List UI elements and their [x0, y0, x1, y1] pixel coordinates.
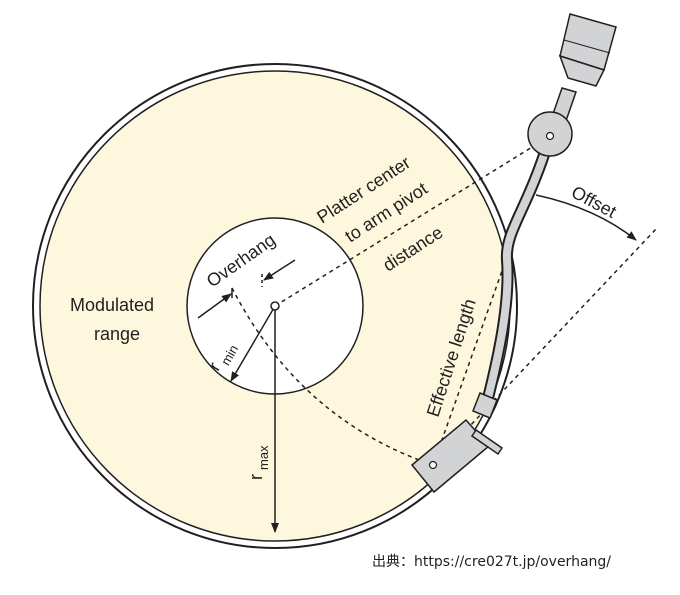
r-max-label: r max [246, 445, 271, 480]
stylus-arc [231, 287, 434, 466]
r-max-subscript: max [256, 445, 271, 470]
offset-label: Offset [568, 182, 620, 222]
arm-pivot-point [545, 131, 555, 141]
tonearm [410, 13, 617, 494]
modulated-range-label-line1: Modulated [70, 295, 154, 315]
counterweight [558, 13, 617, 87]
stylus-point [428, 460, 438, 470]
overhang-arrow-right [263, 259, 296, 281]
pivot-distance-line [274, 135, 551, 307]
arm-collar [472, 392, 498, 419]
r-max-symbol: r [246, 474, 266, 480]
offset-reference-line [432, 227, 658, 466]
r-min-arrow [230, 305, 276, 382]
overhang-arrow-left [197, 293, 232, 319]
offset-arc [535, 194, 637, 241]
source-credit: 出典：https://cre027t.jp/overhang/ [372, 554, 611, 570]
finger-lift [470, 428, 504, 456]
platter-center [270, 301, 280, 311]
modulated-range-label-line2: range [94, 324, 140, 344]
